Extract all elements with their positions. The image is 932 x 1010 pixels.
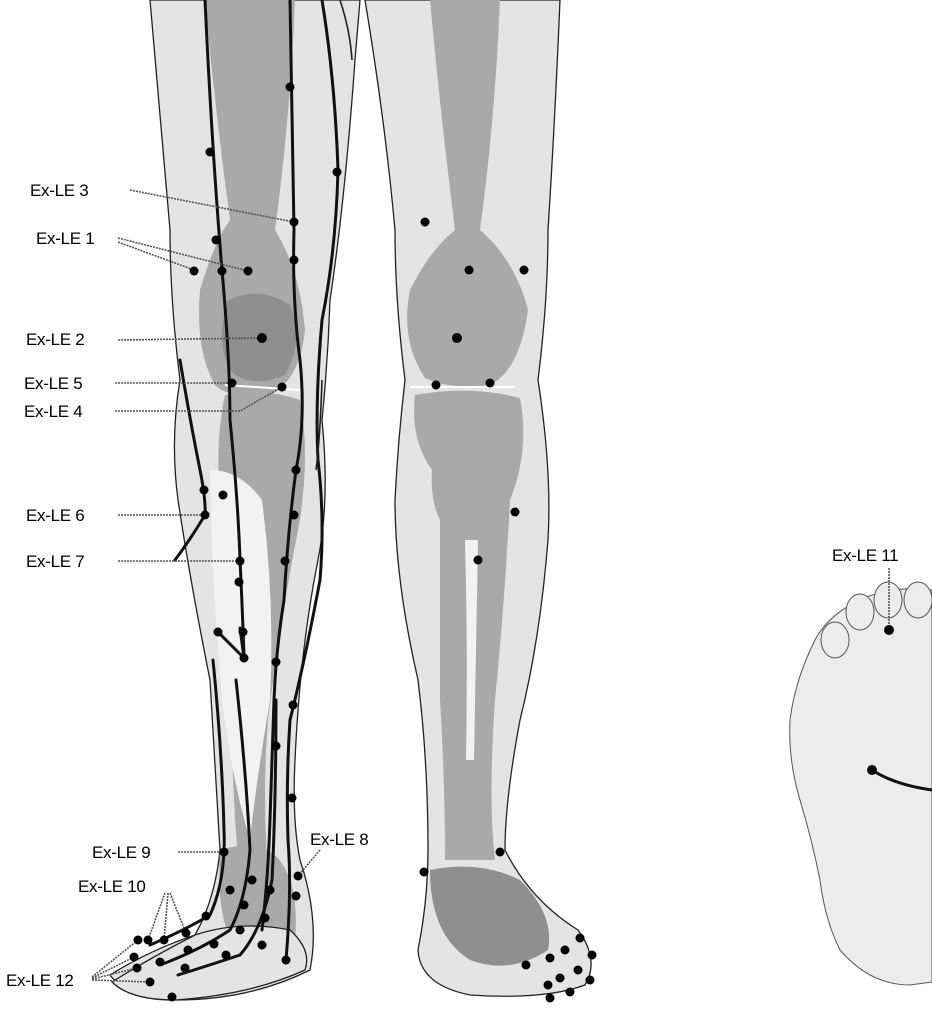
acupoint bbox=[248, 876, 257, 885]
acupoint-ex-le-2 bbox=[257, 333, 267, 343]
label-ex-le-9: Ex-LE 9 bbox=[92, 843, 150, 862]
acupoint bbox=[226, 886, 235, 895]
acupoint bbox=[261, 914, 270, 923]
acupoint bbox=[486, 379, 495, 388]
label-ex-le-2: Ex-LE 2 bbox=[26, 330, 84, 349]
acupoint-ex-le-12d bbox=[146, 978, 155, 987]
acupoint-ex-le-1a bbox=[190, 267, 199, 276]
label-ex-le-5: Ex-LE 5 bbox=[24, 374, 82, 393]
acupoint bbox=[465, 266, 474, 275]
acupoint bbox=[181, 964, 190, 973]
acupoint bbox=[206, 148, 215, 157]
label-ex-le-7: Ex-LE 7 bbox=[26, 552, 84, 571]
acupoint bbox=[452, 333, 462, 343]
acupoint bbox=[867, 765, 877, 775]
leader-ex-le-10b bbox=[164, 893, 168, 940]
acupoint bbox=[421, 218, 430, 227]
acupoint bbox=[290, 256, 299, 265]
acupoint bbox=[202, 912, 211, 921]
acupoint-ex-le-6 bbox=[201, 511, 210, 520]
acupoint bbox=[546, 994, 555, 1003]
acupoint bbox=[288, 794, 297, 803]
acupoint-ex-le-10a bbox=[144, 936, 153, 945]
acupoint bbox=[156, 958, 165, 967]
acupoint-ex-le-11 bbox=[884, 625, 894, 635]
acupoint bbox=[240, 654, 249, 663]
acupoint bbox=[556, 974, 565, 983]
acupoint-ex-le-5 bbox=[228, 379, 237, 388]
toe-5 bbox=[821, 622, 849, 658]
acupoint bbox=[432, 381, 441, 390]
acupoint bbox=[214, 628, 223, 637]
acupoint bbox=[210, 940, 219, 949]
acupoint bbox=[282, 956, 291, 965]
acupoint bbox=[200, 486, 209, 495]
acupoint bbox=[520, 266, 529, 275]
acupoint bbox=[281, 557, 290, 566]
acupoint bbox=[168, 993, 177, 1002]
acupoint bbox=[290, 218, 299, 227]
acupoint-ex-le-8 bbox=[294, 872, 303, 881]
label-ex-le-6: Ex-LE 6 bbox=[26, 506, 84, 525]
acupoint bbox=[566, 988, 575, 997]
acupoint bbox=[236, 926, 245, 935]
acupoint bbox=[474, 556, 483, 565]
acupoint bbox=[240, 901, 249, 910]
acupoint-ex-le-7 bbox=[236, 557, 245, 566]
acupoint bbox=[420, 868, 429, 877]
toe-4 bbox=[846, 594, 874, 630]
acupoint bbox=[586, 976, 595, 985]
acupoint bbox=[544, 981, 553, 990]
acupoint-ex-le-12a bbox=[134, 936, 143, 945]
leader-ex-le-10c bbox=[170, 893, 186, 933]
acupoint bbox=[272, 658, 281, 667]
acupoint bbox=[239, 628, 248, 637]
label-ex-le-3: Ex-LE 3 bbox=[30, 181, 88, 200]
acupoint bbox=[184, 946, 193, 955]
acupoint bbox=[222, 951, 231, 960]
foot-sole bbox=[790, 582, 932, 985]
acupoint-ex-le-12c bbox=[133, 964, 142, 973]
acupoint bbox=[292, 892, 301, 901]
acupoint bbox=[258, 941, 267, 950]
acupoint bbox=[289, 701, 298, 710]
acupoint bbox=[212, 236, 221, 245]
toe-3 bbox=[874, 582, 902, 618]
acupoint bbox=[272, 742, 281, 751]
middle-leg bbox=[365, 0, 591, 996]
acupoint bbox=[292, 466, 301, 475]
toe-2 bbox=[904, 582, 932, 618]
acupoint-ex-le-10c bbox=[182, 929, 191, 938]
acupoint-ex-le-1b bbox=[244, 267, 253, 276]
label-ex-le-10: Ex-LE 10 bbox=[78, 877, 146, 896]
acupoint-ex-le-4 bbox=[278, 383, 287, 392]
label-ex-le-4: Ex-LE 4 bbox=[24, 402, 82, 421]
acupoint-ex-le-9 bbox=[220, 848, 229, 857]
acupoint-ex-le-10b bbox=[160, 936, 169, 945]
acupoint bbox=[266, 886, 275, 895]
acupoint bbox=[219, 491, 228, 500]
acupoint bbox=[218, 267, 227, 276]
leader-ex-le-10a bbox=[148, 893, 165, 940]
acupoint bbox=[561, 946, 570, 955]
acupoint bbox=[333, 168, 342, 177]
acupoint bbox=[286, 83, 295, 92]
acupoint bbox=[290, 511, 299, 520]
acupoint bbox=[588, 951, 597, 960]
label-ex-le-12: Ex-LE 12 bbox=[6, 971, 74, 990]
label-ex-le-11: Ex-LE 11 bbox=[832, 546, 898, 565]
acupoint bbox=[546, 954, 555, 963]
acupoint-ex-le-12b bbox=[130, 953, 139, 962]
acupoint bbox=[574, 966, 583, 975]
acupoint bbox=[496, 848, 505, 857]
label-ex-le-1: Ex-LE 1 bbox=[36, 229, 94, 248]
acupoint bbox=[511, 508, 520, 517]
acupoint bbox=[522, 961, 531, 970]
acupoint bbox=[576, 934, 585, 943]
acupoint bbox=[235, 578, 244, 587]
label-ex-le-8: Ex-LE 8 bbox=[310, 830, 368, 849]
